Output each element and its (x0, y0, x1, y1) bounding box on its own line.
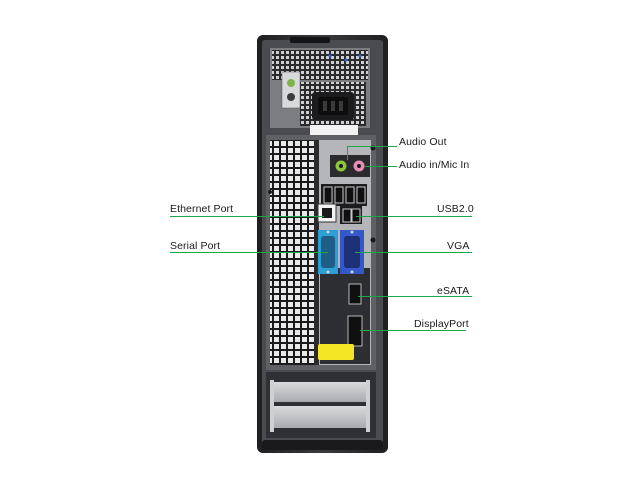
esata-leader (358, 296, 472, 297)
power-supply (270, 48, 370, 135)
audio-out-leader (347, 146, 397, 147)
audio-out-leader-v (347, 146, 348, 160)
serial-label: Serial Port (170, 240, 221, 252)
vga-leader (355, 252, 472, 253)
audio-in-label: Audio in/Mic In (399, 159, 470, 171)
displayport-leader (360, 330, 466, 331)
ethernet-label: Ethernet Port (170, 203, 234, 215)
chassis-base (262, 440, 383, 450)
esata-port (348, 283, 362, 305)
ethernet-leader (170, 216, 324, 217)
usb-label: USB2.0 (437, 203, 474, 215)
vga-label: VGA (447, 240, 470, 252)
audio-in-leader (365, 166, 397, 167)
esata-label: eSATA (437, 285, 470, 297)
usb-leader (356, 216, 472, 217)
audio-jacks (330, 155, 370, 177)
expansion-slots (266, 372, 376, 438)
serial-port (318, 230, 338, 274)
audio-out-label: Audio Out (399, 136, 447, 148)
displayport-port (347, 315, 363, 347)
serial-leader (170, 252, 328, 253)
yellow-sticker (318, 344, 354, 360)
usb-ports (321, 184, 367, 224)
displayport-label: DisplayPort (414, 318, 469, 330)
ethernet-port (317, 203, 337, 223)
